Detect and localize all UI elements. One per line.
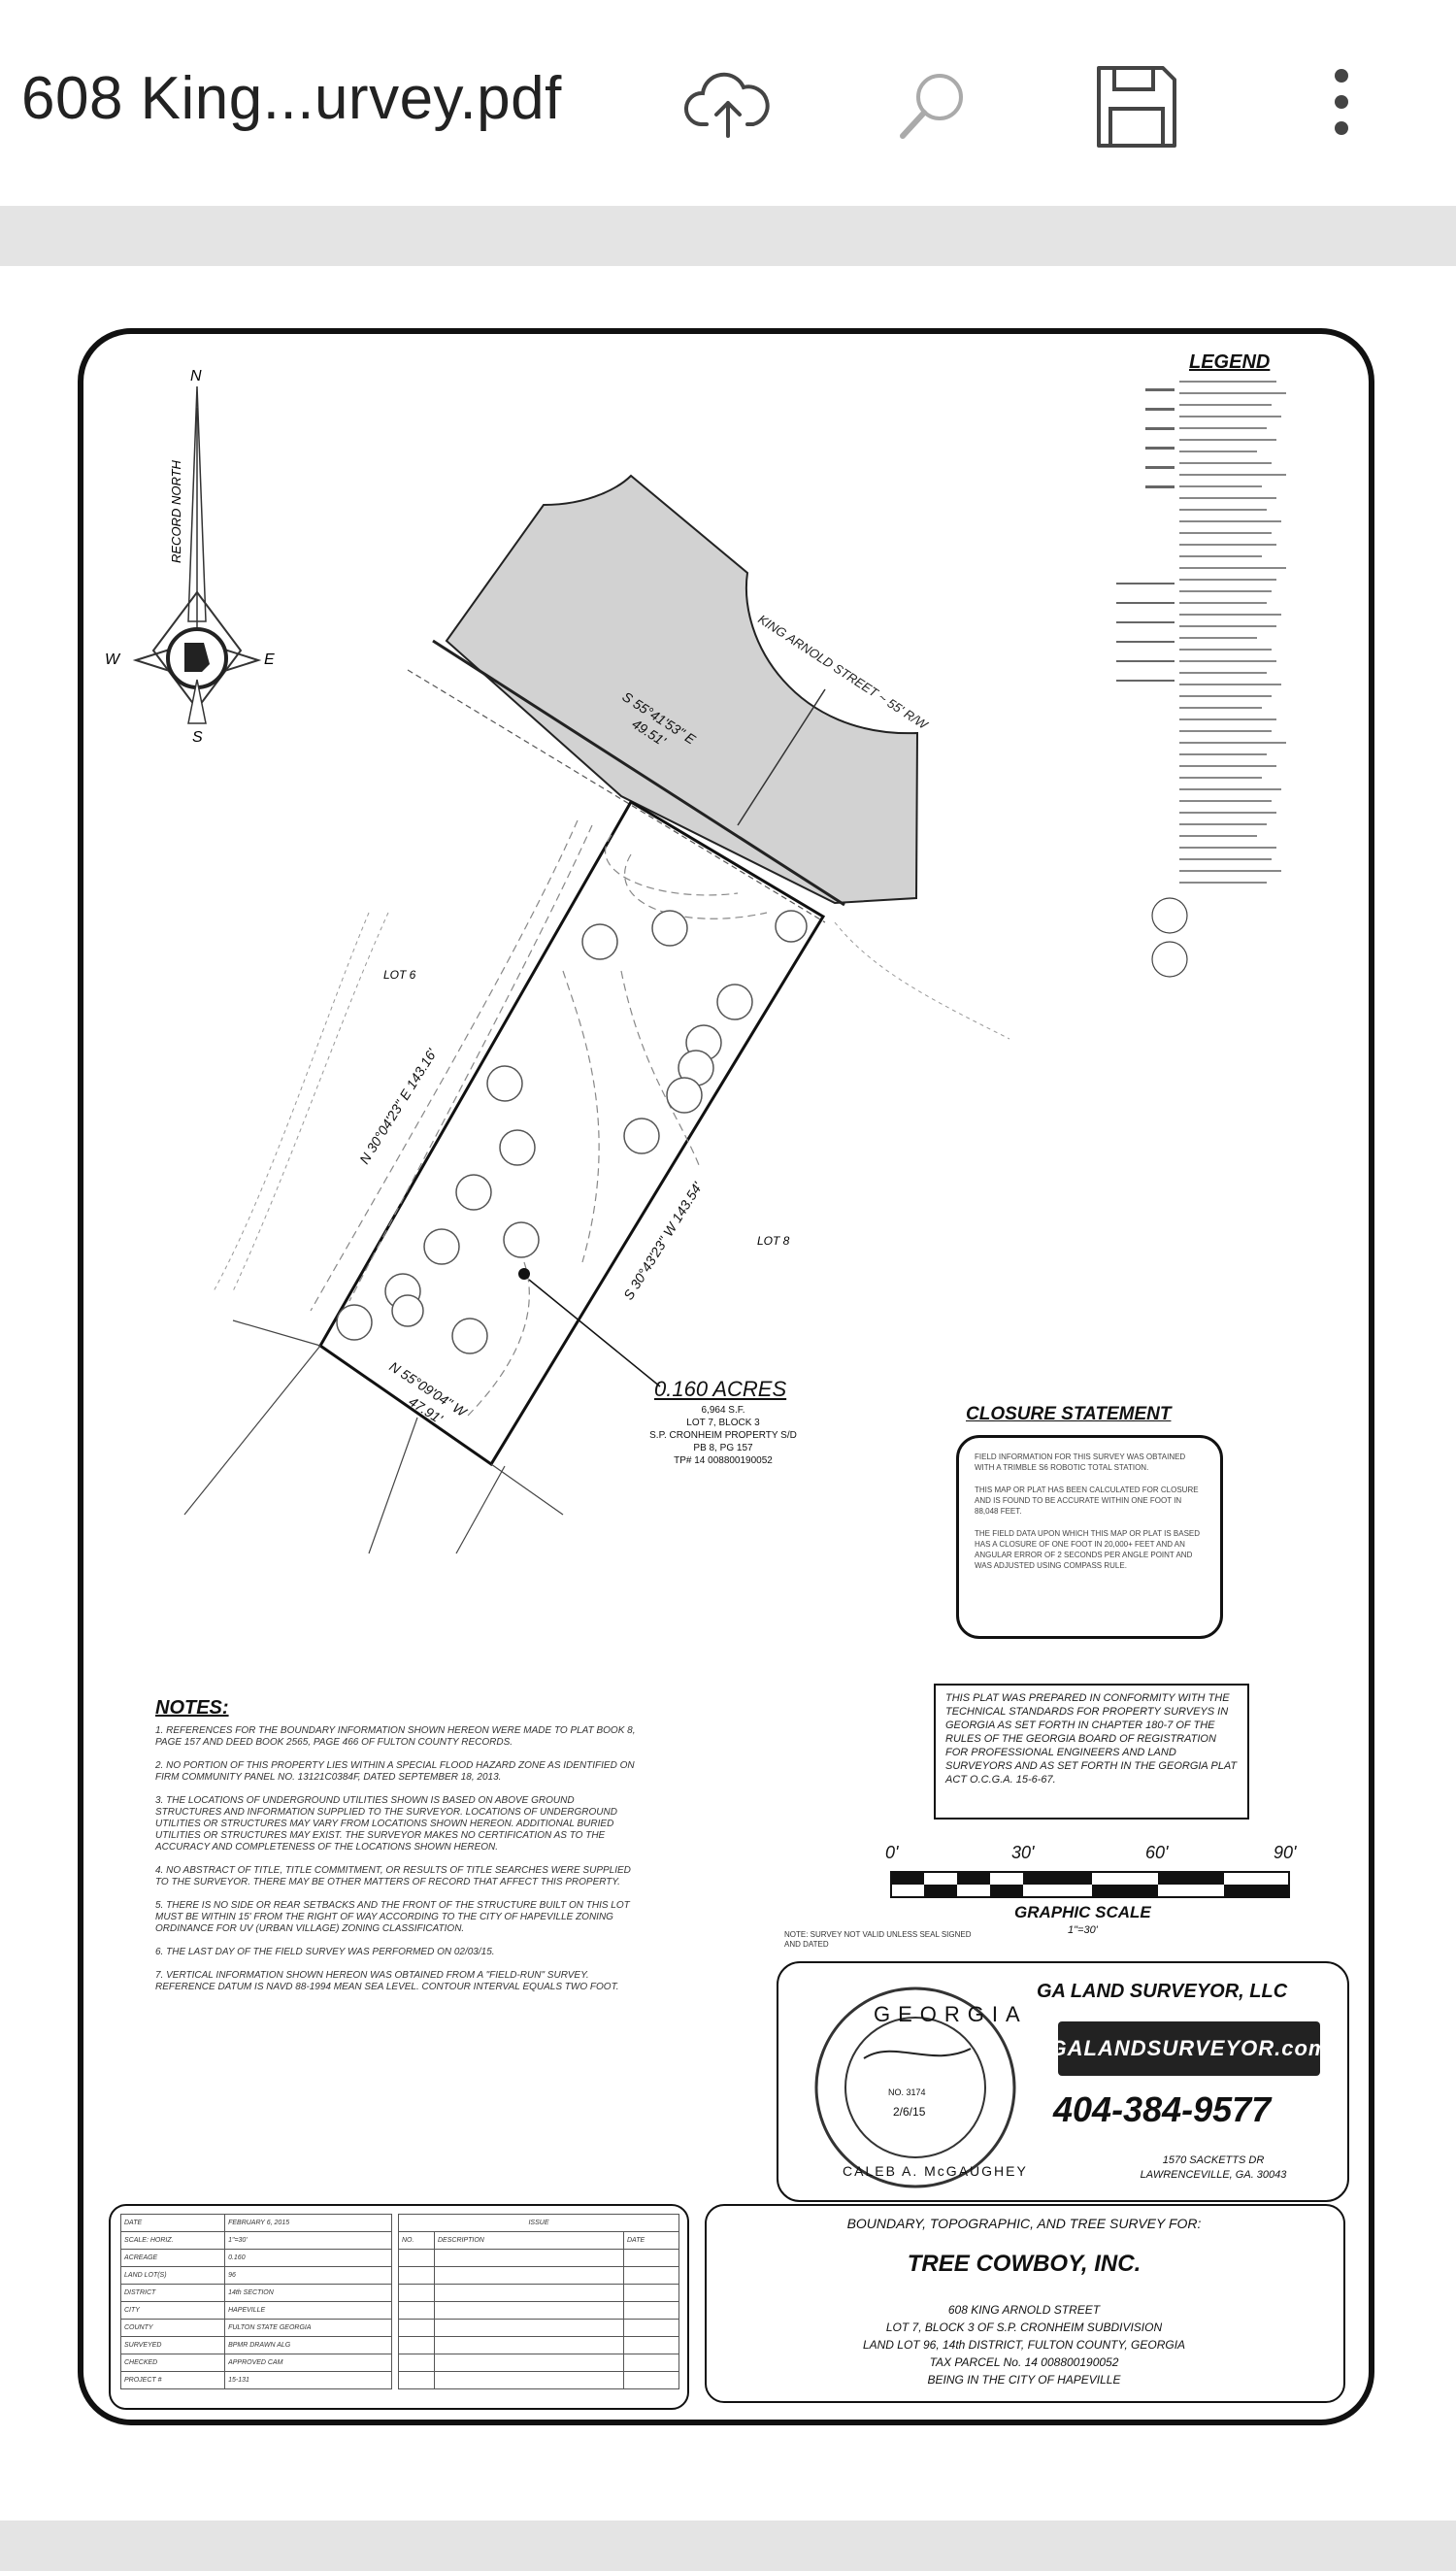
acres-label: 0.160 ACRES bbox=[654, 1377, 787, 1401]
scale-caption: GRAPHIC SCALE bbox=[1014, 1903, 1151, 1921]
save-icon[interactable] bbox=[1087, 58, 1184, 155]
seal-no: NO. 3174 bbox=[888, 2087, 926, 2097]
surveyor-logo: GALANDSURVEYOR.com bbox=[1050, 2021, 1327, 2076]
tree-symbols bbox=[336, 910, 808, 1354]
file-title: 608 King...urvey.pdf bbox=[21, 65, 562, 132]
title-block bbox=[705, 2204, 1345, 2403]
seal-date: 2/6/15 bbox=[893, 2105, 926, 2119]
north-label: RECORD NORTH bbox=[169, 459, 183, 563]
lot-right-label: LOT 8 bbox=[757, 1234, 790, 1248]
compass-s: S bbox=[192, 729, 203, 746]
search-icon[interactable] bbox=[883, 58, 980, 155]
closure-title: CLOSURE STATEMENT bbox=[966, 1404, 1172, 1424]
conformity-statement: This plat was prepared in conformity wit… bbox=[934, 1684, 1249, 1820]
graphic-scale bbox=[890, 1871, 1290, 1898]
surveyor-box bbox=[777, 1961, 1349, 2202]
compass-e: E bbox=[264, 651, 275, 668]
client-name: TREE COWBOY, INC. bbox=[907, 2251, 1142, 2277]
compass-w: W bbox=[105, 651, 121, 668]
viewer-gutter-top bbox=[0, 206, 1456, 266]
bearing-right: S 30°43'23" W 143.54' bbox=[620, 1179, 706, 1303]
survey-note: NOTE: SURVEY NOT VALID UNLESS SEAL SIGNE… bbox=[784, 1930, 972, 1949]
more-vert-icon[interactable] bbox=[1301, 58, 1398, 155]
notes-section: NOTES: 1. References for the boundary in… bbox=[155, 1697, 636, 1992]
surveyor-address: 1570 SACKETTS DR LAWRENCEVILLE, GA. 3004… bbox=[1140, 2154, 1287, 2181]
north-arrow-icon bbox=[132, 385, 262, 724]
title-details: 608 KING ARNOLD STREET LOT 7, BLOCK 3 OF… bbox=[862, 2303, 1186, 2387]
surveyor-name: GA LAND SURVEYOR, LLC bbox=[1037, 1981, 1288, 2002]
scale-sub: 1"=30' bbox=[1068, 1924, 1098, 1936]
viewer-gutter-bottom bbox=[0, 2521, 1456, 2571]
legend-title: LEGEND bbox=[1189, 351, 1271, 373]
title-heading: BOUNDARY, TOPOGRAPHIC, AND TREE SURVEY F… bbox=[846, 2216, 1202, 2231]
lot-left-label: LOT 6 bbox=[383, 968, 416, 982]
seal-bottom: CALEB A. McGAUGHEY bbox=[843, 2163, 1028, 2179]
cloud-upload-icon[interactable] bbox=[679, 58, 777, 155]
closure-box: Field information for this survey was ob… bbox=[956, 1435, 1223, 1639]
surveyor-seal-icon bbox=[814, 1987, 1016, 2188]
surveyor-phone: 404-384-9577 bbox=[1053, 2089, 1272, 2129]
compass-n: N bbox=[190, 368, 202, 384]
app-toolbar: 608 King...urvey.pdf bbox=[0, 0, 1456, 204]
seal-top: GEORGIA bbox=[874, 2002, 1028, 2026]
acres-details: 6,964 S.F. LOT 7, BLOCK 3 S.P. CRONHEIM … bbox=[649, 1405, 797, 1466]
